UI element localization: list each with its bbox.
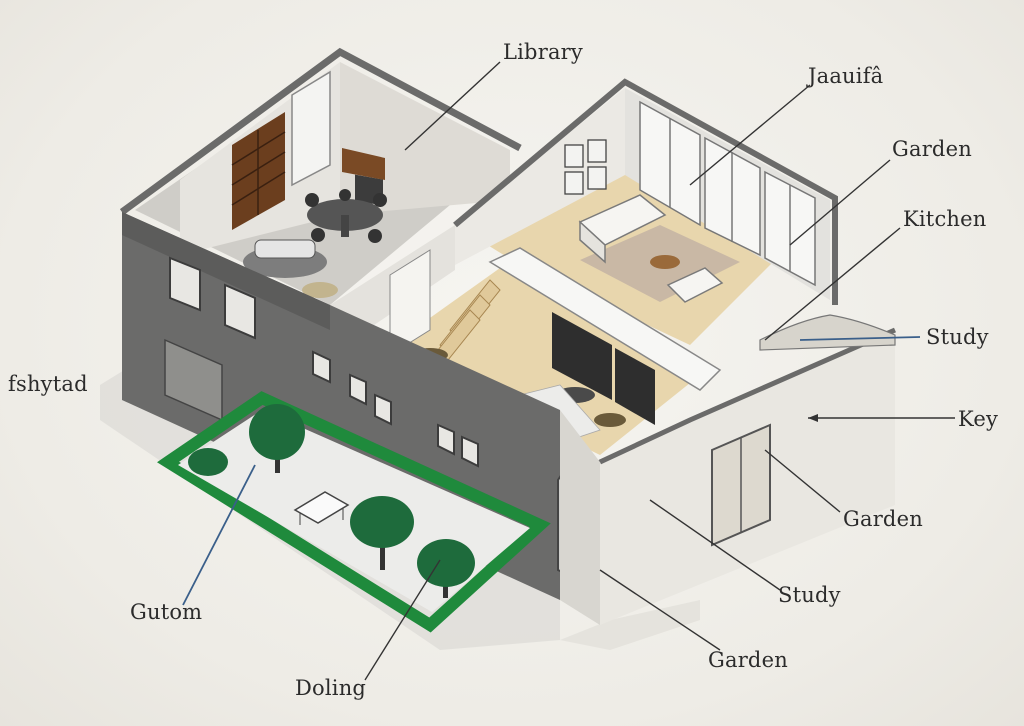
sideboard [342, 148, 385, 180]
right-room-back-wall [455, 88, 625, 265]
living-sofa [578, 194, 667, 264]
label-gutom: Gutom [130, 600, 203, 624]
label-garden-top: Garden [892, 137, 972, 161]
tall-windows [639, 100, 816, 287]
right-wall-edge [560, 410, 600, 625]
garden-hedge [157, 391, 551, 633]
interior-door [389, 249, 431, 356]
label-study-bottom: Study [778, 583, 841, 607]
label-garden-bottom: Garden [708, 648, 788, 672]
garden-table [293, 491, 350, 525]
left-room-window [291, 70, 331, 187]
leader-lines [364, 61, 955, 681]
coffee-table [650, 255, 680, 269]
front-wall-windows [169, 256, 479, 468]
living-armchair [666, 267, 724, 303]
garden-trees [188, 404, 475, 598]
label-study-right: Study [926, 325, 989, 349]
dining-table [305, 189, 387, 243]
gutom-leader-blue [182, 464, 256, 606]
label-kitchen: Kitchen [903, 207, 987, 231]
left-room-wall-cap [119, 47, 522, 215]
study-leader-blue [799, 336, 921, 341]
label-doling: Doling [295, 676, 367, 700]
label-garden-mid: Garden [843, 507, 923, 531]
right-wall-cap [598, 327, 897, 465]
key-arrowhead [808, 414, 818, 422]
label-jaauifa: Jaauifâ [808, 64, 884, 88]
kitchen-counter [488, 247, 722, 391]
right-room-wall-cap [453, 78, 838, 305]
label-library: Library [503, 40, 583, 64]
lounge-chairs [243, 239, 338, 298]
library-bookshelf [231, 112, 286, 230]
label-key: Key [958, 407, 999, 431]
label-fshytad: fshytad [8, 372, 88, 396]
kitchen-cabinets [552, 312, 655, 425]
stone-steps [759, 314, 896, 351]
front-wall-shade [122, 212, 330, 330]
wall-art [564, 139, 607, 195]
